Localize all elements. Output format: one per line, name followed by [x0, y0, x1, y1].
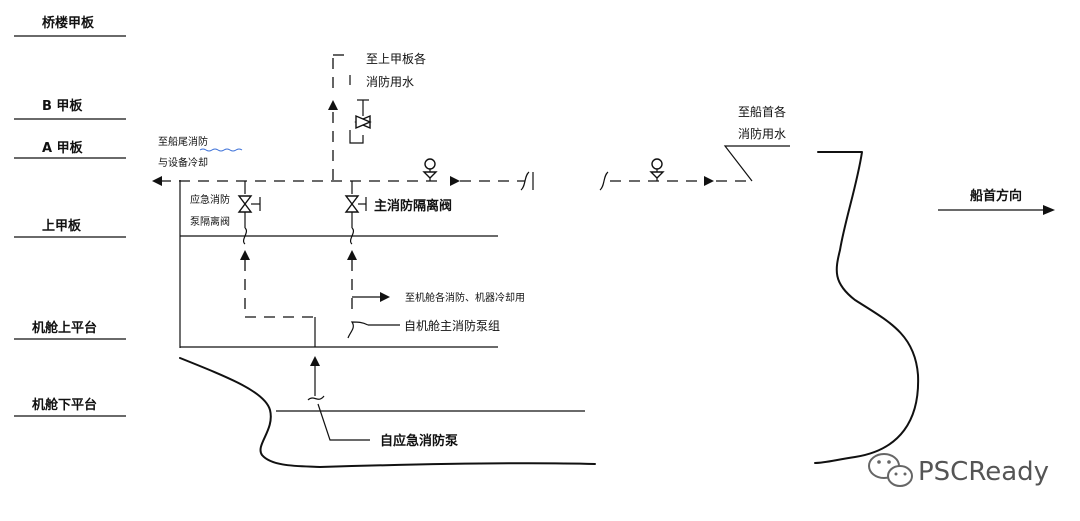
riser-valve-icon-2	[355, 114, 372, 130]
arrow-fire-main-fwd	[450, 176, 460, 186]
label-to-stern-1: 至船尾消防	[158, 135, 208, 148]
watermark-text: PSCReady	[918, 457, 1049, 487]
label-to-er: 至机舱各消防、机器冷却用	[405, 291, 525, 304]
arrow-to-stern	[152, 176, 162, 186]
emergency-branch: 应急消防 泵隔离阀	[190, 181, 316, 347]
label-to-upper-deck-2: 消防用水	[366, 74, 414, 89]
spellcheck-underline	[199, 148, 243, 152]
main-fire-line	[152, 145, 790, 191]
arrow-to-er	[380, 292, 390, 302]
valve-circle	[424, 158, 436, 170]
deck-label-er-lower: 机舱下平台	[32, 397, 97, 413]
arrow-emergency-pump-up	[310, 356, 320, 366]
emergency-pipe-break	[242, 227, 248, 245]
pipe-break-mark-aft	[520, 171, 530, 191]
bow-direction-arrowhead	[1043, 205, 1055, 215]
inline-valve-1	[422, 158, 438, 181]
label-emergency-valve-1: 应急消防	[190, 193, 230, 206]
bow-branch-line	[723, 145, 790, 182]
wechat-icon	[868, 453, 913, 487]
label-to-upper-deck-1: 至上甲板各	[366, 51, 426, 66]
watermark: PSCReady	[868, 453, 1049, 487]
bow-direction: 船首方向	[938, 188, 1055, 215]
arrow-to-bow	[704, 176, 714, 186]
deck-label-upper: 上甲板	[42, 218, 82, 234]
aft-hull	[179, 180, 596, 468]
riser-to-upper-decks: 至上甲板各 消防用水	[328, 51, 426, 180]
label-main-isolation-valve: 主消防隔离阀	[374, 198, 452, 214]
emergency-valve-icon-2	[237, 202, 253, 213]
deck-label-er-upper: 机舱上平台	[32, 320, 97, 336]
arrow-riser-up	[328, 100, 338, 110]
main-pump-break	[347, 321, 369, 339]
valve-body-icon	[422, 171, 438, 179]
main-pipe-break	[349, 227, 355, 245]
main-isolation-valve-icon-2	[344, 202, 360, 213]
fore-hull-curve	[814, 151, 920, 464]
pipe-break-mark-fwd	[599, 171, 609, 191]
emergency-valve-icon	[237, 195, 253, 206]
label-emergency-valve-2: 泵隔离阀	[190, 215, 230, 228]
label-from-emergency-pump: 自应急消防泵	[380, 433, 458, 449]
main-isolation-valve-icon	[344, 195, 360, 206]
emergency-pump-branch: 自应急消防泵	[307, 356, 458, 449]
valve-circle	[651, 158, 663, 170]
label-to-bow-1: 至船首各	[738, 104, 786, 119]
emergency-pump-break	[307, 395, 325, 401]
label-bow-direction: 船首方向	[970, 188, 1022, 204]
label-to-bow-2: 消防用水	[738, 126, 786, 141]
label-to-stern-2: 与设备冷却	[158, 156, 208, 169]
deck-label-bridge: 桥楼甲板	[42, 15, 95, 31]
aft-hull-curve	[179, 357, 596, 468]
deck-label-a: A 甲板	[42, 140, 84, 156]
deck-label-b: B 甲板	[42, 98, 83, 114]
valve-body-icon	[649, 171, 665, 179]
arrow-emergency-up	[240, 250, 250, 260]
deck-labels: 桥楼甲板 B 甲板 A 甲板 上甲板 机舱上平台 机舱下平台	[14, 15, 126, 417]
emergency-pump-leader	[317, 403, 370, 441]
inline-valve-2	[649, 158, 665, 181]
riser-valve-branch	[349, 130, 364, 144]
main-isolation-branch: 主消防隔离阀 至机舱各消防、机器冷却用 自机舱主消防泵组	[344, 181, 525, 339]
arrow-main-up	[347, 250, 357, 260]
label-from-main-pumps: 自机舱主消防泵组	[404, 318, 500, 333]
